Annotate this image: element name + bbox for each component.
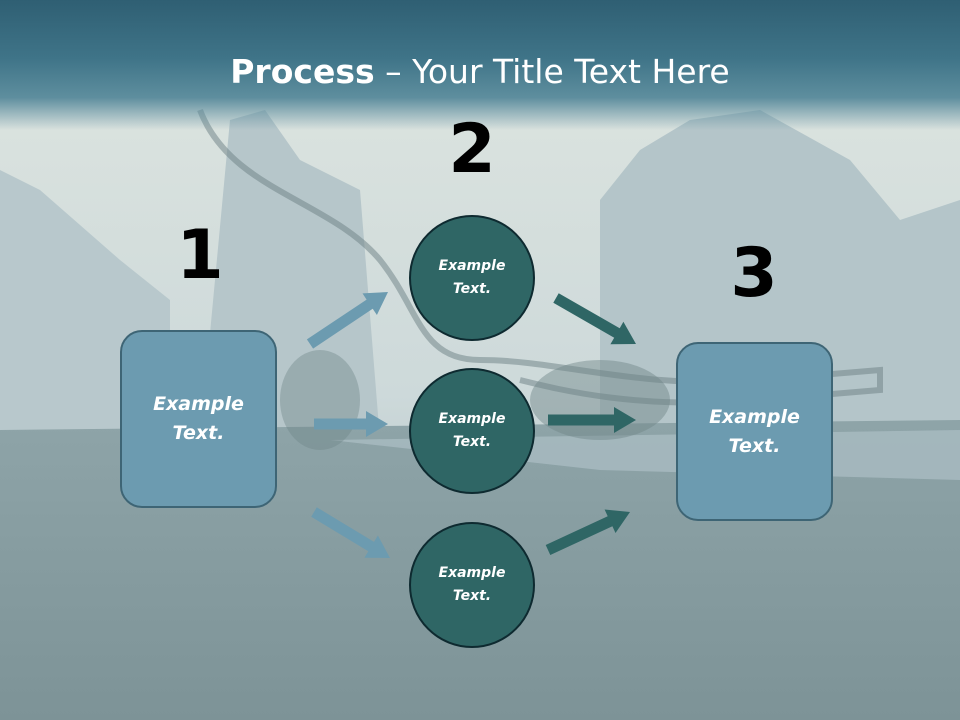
step2-label-top: Example Text. <box>438 258 506 297</box>
step3-label: Example Text. <box>709 405 800 457</box>
title-bold-part: Process <box>230 52 375 91</box>
step2-label-middle: Example Text. <box>438 411 506 450</box>
step2-circle-middle: Example Text. <box>409 368 535 494</box>
arrow-bottom-to-step3 <box>545 509 630 555</box>
arrow-step1-to-top <box>306 292 388 349</box>
arrow-top-to-step3 <box>553 293 636 345</box>
step2-circle-bottom: Example Text. <box>409 522 535 648</box>
title-band <box>0 0 960 130</box>
step1-box: Example Text. <box>120 330 277 508</box>
step2-label-bottom: Example Text. <box>438 565 506 604</box>
arrow-middle-to-step3 <box>548 407 636 433</box>
arrow-step1-to-bottom <box>311 507 390 558</box>
arrow-step1-to-middle <box>314 411 388 437</box>
step3-box: Example Text. <box>676 342 833 521</box>
step1-label: Example Text. <box>153 393 244 444</box>
step-number-1: 1 <box>176 216 224 295</box>
slide-title: Process – Your Title Text Here <box>0 52 960 91</box>
title-rest-part: – Your Title Text Here <box>374 52 730 91</box>
step2-circle-top: Example Text. <box>409 215 535 341</box>
step-number-3: 3 <box>730 234 778 313</box>
step-number-2: 2 <box>448 110 496 189</box>
